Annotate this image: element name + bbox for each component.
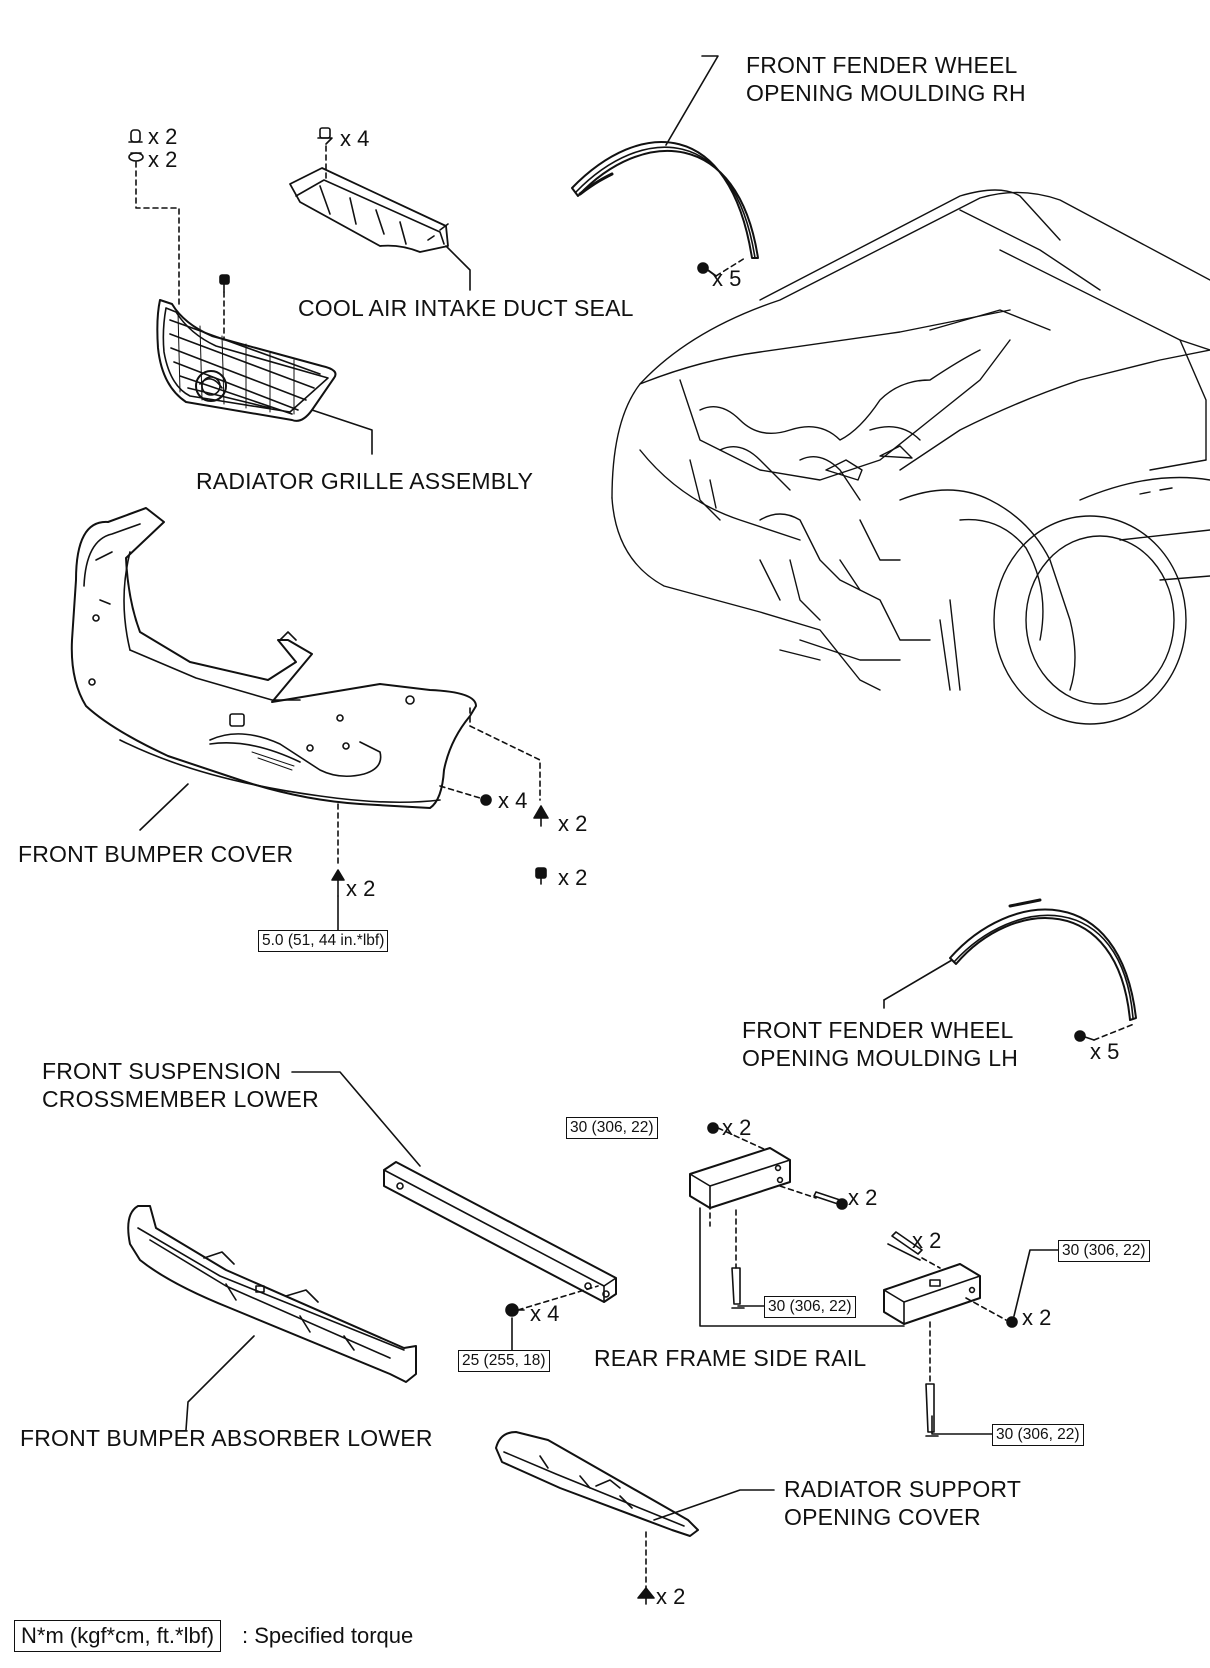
torque-rail-top-nut: 30 (306, 22) bbox=[566, 1117, 658, 1139]
label-fender-rh-line1: FRONT FENDER WHEEL bbox=[746, 52, 1018, 78]
crossmember-lower-drawing bbox=[291, 1071, 617, 1303]
vehicle-front-drawing bbox=[611, 189, 1210, 725]
qty-bumper-bolts: x 2 bbox=[346, 876, 376, 901]
radiator-support-cover-drawing bbox=[495, 1431, 775, 1591]
qty-bumper-screws: x 4 bbox=[498, 788, 528, 813]
torque-rail-right-nut: 30 (306, 22) bbox=[1058, 1240, 1150, 1262]
label-radiator-grille-assembly: RADIATOR GRILLE ASSEMBLY bbox=[196, 468, 534, 494]
bumper-absorber-lower-drawing bbox=[127, 1205, 417, 1431]
grille-center-clip-icon bbox=[219, 274, 230, 341]
bumper-bottom-bolt bbox=[331, 803, 345, 931]
label-rear-frame-side-rail: REAR FRAME SIDE RAIL bbox=[594, 1345, 867, 1371]
fender-rh-screw-icon bbox=[697, 257, 746, 277]
torque-rail-bolt-2: 30 (306, 22) bbox=[992, 1424, 1084, 1446]
rear-frame-side-rail-drawing bbox=[689, 1147, 981, 1327]
label-fender-rh-line2: OPENING MOULDING RH bbox=[746, 80, 1026, 106]
qty-bumper-clip-a: x 2 bbox=[558, 811, 588, 836]
bumper-side-fasteners bbox=[439, 707, 549, 885]
cover-clip-icon bbox=[637, 1587, 655, 1605]
qty-fender-rh-screws: x 5 bbox=[712, 266, 742, 291]
fender-lh-screw-icon bbox=[1074, 1023, 1135, 1042]
qty-cover-clips: x 2 bbox=[656, 1584, 686, 1609]
qty-bumper-clip-b: x 2 bbox=[558, 865, 588, 890]
qty-rail-bolt-top: x 2 bbox=[848, 1185, 878, 1210]
fender-moulding-lh-drawing bbox=[883, 898, 1137, 1021]
label-fender-lh-line2: OPENING MOULDING LH bbox=[742, 1045, 1019, 1071]
duct-seal-clip-icon bbox=[317, 127, 333, 179]
radiator-grille-drawing bbox=[156, 299, 373, 455]
label-radiator-support-line1: RADIATOR SUPPORT bbox=[784, 1476, 1022, 1502]
qty-grille-clip-b: x 2 bbox=[148, 147, 178, 172]
label-radiator-support-line2: OPENING COVER bbox=[784, 1504, 981, 1530]
cool-air-intake-duct-seal-drawing bbox=[289, 167, 471, 291]
front-bumper-cover-drawing bbox=[70, 507, 477, 831]
grille-clip-icons bbox=[128, 129, 180, 307]
fender-moulding-rh-drawing bbox=[571, 55, 759, 259]
label-crossmember-line2: CROSSMEMBER LOWER bbox=[42, 1086, 319, 1112]
torque-bumper: 5.0 (51, 44 in.*lbf) bbox=[258, 930, 389, 952]
label-front-bumper-absorber-lower: FRONT BUMPER ABSORBER LOWER bbox=[20, 1425, 433, 1451]
rail-fasteners bbox=[707, 1122, 1061, 1437]
qty-fender-lh-screws: x 5 bbox=[1090, 1039, 1120, 1064]
qty-grille-clip-a: x 2 bbox=[148, 124, 178, 149]
torque-crossmember: 25 (255, 18) bbox=[458, 1350, 550, 1372]
legend-torque-text: : Specified torque bbox=[242, 1623, 414, 1648]
qty-crossmember-bolts: x 4 bbox=[530, 1301, 560, 1326]
label-front-bumper-cover: FRONT BUMPER COVER bbox=[18, 841, 294, 867]
qty-rail-bolt-mid: x 2 bbox=[912, 1228, 942, 1253]
qty-duct-clips: x 4 bbox=[340, 126, 370, 151]
qty-rail-nut-top: x 2 bbox=[722, 1115, 752, 1140]
torque-rail-bolt-1: 30 (306, 22) bbox=[764, 1296, 856, 1318]
crossmember-bolt-icon bbox=[505, 1285, 599, 1351]
label-fender-lh-line1: FRONT FENDER WHEEL bbox=[742, 1017, 1014, 1043]
label-crossmember-line1: FRONT SUSPENSION bbox=[42, 1058, 282, 1084]
legend-torque-unit: N*m (kgf*cm, ft.*lbf) bbox=[14, 1620, 222, 1652]
label-cool-air-intake-duct-seal: COOL AIR INTAKE DUCT SEAL bbox=[298, 295, 634, 321]
qty-rail-nut-right: x 2 bbox=[1022, 1305, 1052, 1330]
